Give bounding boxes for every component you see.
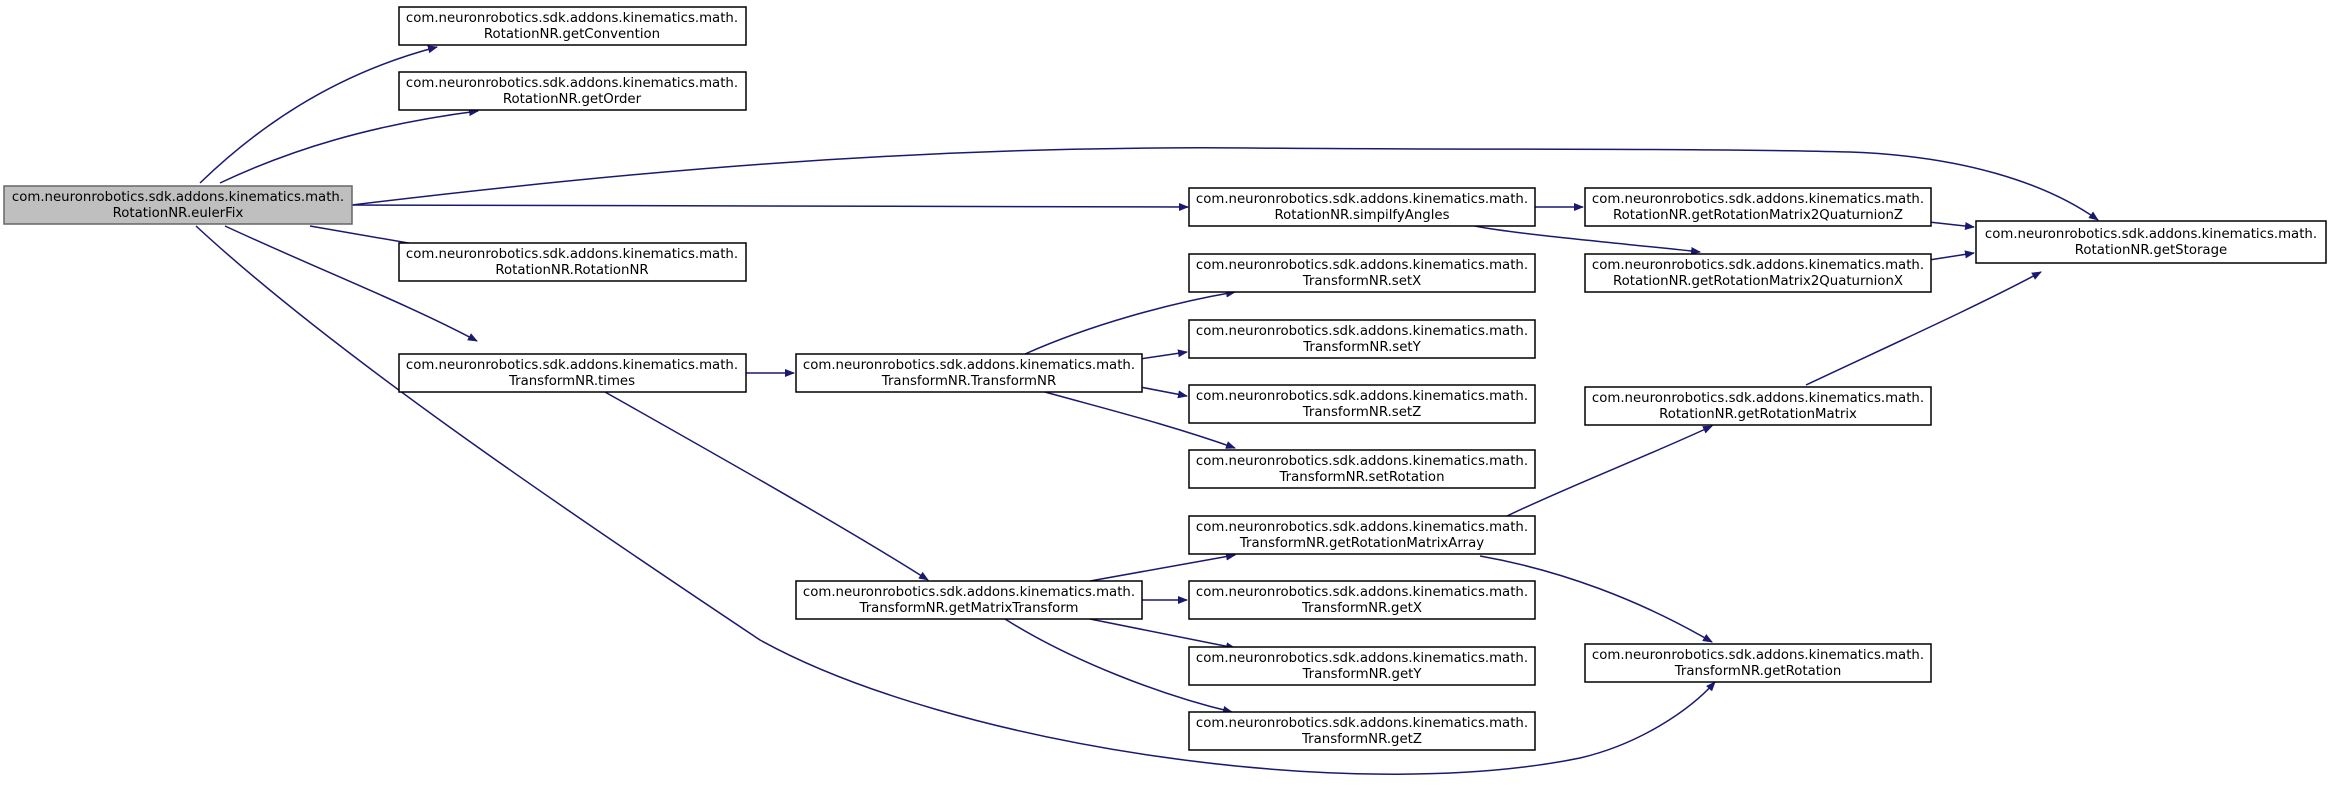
node-getstorage[interactable]: com.neuronrobotics.sdk.addons.kinematics… [1975,220,2327,264]
node-simpilfyangles[interactable]: com.neuronrobotics.sdk.addons.kinematics… [1188,187,1536,227]
node-getconvention-line2: RotationNR.getConvention [484,27,660,42]
edge-simpilfyangles-to-quaturnionx [1474,225,1701,255]
node-getrotationmatrixarray-line1: com.neuronrobotics.sdk.addons.kinematics… [1196,520,1528,535]
node-setx[interactable]: com.neuronrobotics.sdk.addons.kinematics… [1188,253,1536,293]
node-eulerfix[interactable]: com.neuronrobotics.sdk.addons.kinematics… [3,185,353,225]
node-getmatrixtransform-line2: TransformNR.getMatrixTransform [859,601,1079,616]
node-getmatrixtransform[interactable]: com.neuronrobotics.sdk.addons.kinematics… [795,580,1143,620]
node-simpilfyangles-line1: com.neuronrobotics.sdk.addons.kinematics… [1196,192,1528,207]
node-setrotation[interactable]: com.neuronrobotics.sdk.addons.kinematics… [1188,449,1536,489]
node-transformnr-line2: TransformNR.TransformNR [881,374,1056,389]
node-sety[interactable]: com.neuronrobotics.sdk.addons.kinematics… [1188,319,1536,359]
edge-quaturnionz-to-getstorage [1928,221,1975,230]
node-setrotation-line1: com.neuronrobotics.sdk.addons.kinematics… [1196,454,1528,469]
node-getz-line1: com.neuronrobotics.sdk.addons.kinematics… [1196,716,1528,731]
edge-times-to-getmatrixtransform [604,391,929,581]
edge-eulerfix-to-getconvention [199,45,438,184]
node-eulerfix-line2: RotationNR.eulerFix [113,206,244,221]
node-transformnr-line1: com.neuronrobotics.sdk.addons.kinematics… [803,358,1135,373]
node-getstorage-line2: RotationNR.getStorage [2075,243,2227,258]
edge-quaturnionx-to-getstorage [1928,250,1975,261]
node-getz[interactable]: com.neuronrobotics.sdk.addons.kinematics… [1188,711,1536,751]
edge-transformnr-to-setx [1024,289,1236,355]
node-getorder-line1: com.neuronrobotics.sdk.addons.kinematics… [406,76,738,91]
node-getrotation[interactable]: com.neuronrobotics.sdk.addons.kinematics… [1584,643,1932,683]
node-getorder[interactable]: com.neuronrobotics.sdk.addons.kinematics… [398,71,747,111]
node-rotationnr[interactable]: com.neuronrobotics.sdk.addons.kinematics… [398,242,747,282]
node-getrotationmatrix2quaturnionx-line2: RotationNR.getRotationMatrix2QuaturnionX [1613,274,1903,289]
node-getmatrixtransform-line1: com.neuronrobotics.sdk.addons.kinematics… [803,585,1135,600]
node-setrotation-line2: TransformNR.setRotation [1278,470,1444,485]
node-sety-line1: com.neuronrobotics.sdk.addons.kinematics… [1196,324,1528,339]
node-gety-line1: com.neuronrobotics.sdk.addons.kinematics… [1196,651,1528,666]
node-getrotationmatrixarray[interactable]: com.neuronrobotics.sdk.addons.kinematics… [1188,515,1536,555]
node-getx-line2: TransformNR.getX [1301,601,1422,616]
edge-eulerfix-to-times [224,225,478,342]
node-getx-line1: com.neuronrobotics.sdk.addons.kinematics… [1196,585,1528,600]
edge-getmatrixtransform-to-getz [1004,618,1233,714]
edges-layer [195,45,2099,775]
nodes-layer: com.neuronrobotics.sdk.addons.kinematics… [3,6,2327,751]
node-rotationnr-line1: com.neuronrobotics.sdk.addons.kinematics… [406,247,738,262]
node-gety[interactable]: com.neuronrobotics.sdk.addons.kinematics… [1188,646,1536,686]
node-times-line2: TransformNR.times [508,374,635,389]
node-setz-line2: TransformNR.setZ [1302,405,1422,420]
node-getrotationmatrix-line1: com.neuronrobotics.sdk.addons.kinematics… [1592,391,1924,406]
node-setx-line1: com.neuronrobotics.sdk.addons.kinematics… [1196,258,1528,273]
node-getrotationmatrix[interactable]: com.neuronrobotics.sdk.addons.kinematics… [1584,386,1932,426]
node-getz-line2: TransformNR.getZ [1301,732,1422,747]
edge-transformnr-to-setz [1139,386,1188,399]
node-setz[interactable]: com.neuronrobotics.sdk.addons.kinematics… [1188,384,1536,424]
node-times[interactable]: com.neuronrobotics.sdk.addons.kinematics… [398,353,747,393]
edge-eulerfix-to-getstorage [351,147,2099,221]
node-getorder-line2: RotationNR.getOrder [503,92,642,107]
edge-eulerfix-to-getrotation [195,225,1716,775]
node-getconvention[interactable]: com.neuronrobotics.sdk.addons.kinematics… [398,6,747,46]
node-times-line1: com.neuronrobotics.sdk.addons.kinematics… [406,358,738,373]
edge-getmatrixtransform-to-getrotationmatrixarray [1089,552,1236,582]
node-transformnr[interactable]: com.neuronrobotics.sdk.addons.kinematics… [795,353,1143,393]
node-getrotationmatrix-line2: RotationNR.getRotationMatrix [1659,407,1857,422]
edge-eulerfix-to-simpilfyangles [351,202,1189,211]
node-sety-line2: TransformNR.setY [1302,340,1421,355]
node-simpilfyangles-line2: RotationNR.simpilfyAngles [1274,208,1449,223]
node-getrotationmatrix2quaturnionx[interactable]: com.neuronrobotics.sdk.addons.kinematics… [1584,253,1932,293]
node-eulerfix-line1: com.neuronrobotics.sdk.addons.kinematics… [12,190,344,205]
node-getstorage-line1: com.neuronrobotics.sdk.addons.kinematics… [1985,227,2317,242]
node-getx[interactable]: com.neuronrobotics.sdk.addons.kinematics… [1188,580,1536,620]
node-rotationnr-line2: RotationNR.RotationNR [495,263,648,278]
edge-getrotationmatrixarray-to-getrotation [1479,555,1713,643]
node-getrotationmatrix2quaturnionz[interactable]: com.neuronrobotics.sdk.addons.kinematics… [1584,187,1932,227]
node-setx-line2: TransformNR.setX [1302,274,1422,289]
node-gety-line2: TransformNR.getY [1301,667,1422,682]
node-setz-line1: com.neuronrobotics.sdk.addons.kinematics… [1196,389,1528,404]
node-getrotation-line1: com.neuronrobotics.sdk.addons.kinematics… [1592,648,1924,663]
edge-getrotationmatrix-to-getstorage [1805,271,2042,386]
node-getrotationmatrixarray-line2: TransformNR.getRotationMatrixArray [1239,536,1484,551]
node-getconvention-line1: com.neuronrobotics.sdk.addons.kinematics… [406,11,738,26]
edge-transformnr-to-setrotation [1044,391,1236,449]
edge-getrotationmatrixarray-to-getrotationmatrix [1504,425,1713,518]
edge-transformnr-to-sety [1139,349,1188,360]
node-getrotationmatrix2quaturnionz-line1: com.neuronrobotics.sdk.addons.kinematics… [1592,192,1924,207]
node-getrotation-line2: TransformNR.getRotation [1674,664,1842,679]
node-getrotationmatrix2quaturnionx-line1: com.neuronrobotics.sdk.addons.kinematics… [1592,258,1924,273]
edge-getmatrixtransform-to-gety [1089,618,1236,651]
node-getrotationmatrix2quaturnionz-line2: RotationNR.getRotationMatrix2QuaturnionZ [1613,208,1903,223]
edge-eulerfix-to-getorder [219,108,479,184]
